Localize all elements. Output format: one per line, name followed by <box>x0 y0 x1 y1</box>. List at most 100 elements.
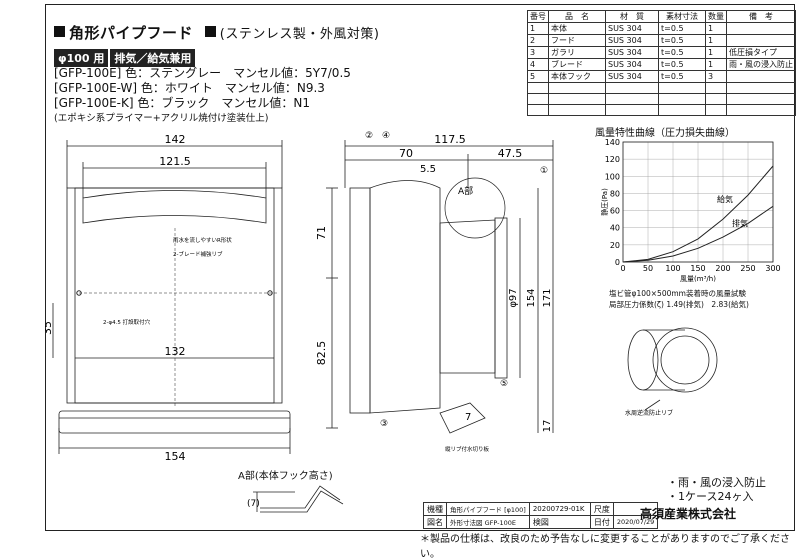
table-header: 備 考 <box>726 10 796 23</box>
series-line <box>622 205 774 263</box>
table-cell: フード <box>548 34 606 47</box>
table-cell: 3 <box>527 46 549 59</box>
table-cell: t=0.5 <box>658 34 706 47</box>
company-name: 高須産業株式会社 <box>640 507 737 521</box>
title-block: 機種 角形パイプフード [φ100] 20200729-01K 尺度 図名 外形… <box>423 502 659 529</box>
part-number: ① <box>540 166 548 176</box>
chart-note: 局部圧力係数(ζ) 1.49(排気) 2.83(給気) <box>609 300 749 309</box>
y-tick-label: 20 <box>610 241 620 250</box>
x-tick-label: 200 <box>715 264 730 273</box>
title-block-label: 尺度 <box>589 502 614 516</box>
table-cell: t=0.5 <box>658 46 706 59</box>
callout-label: 水周逆流防止リブ <box>625 409 673 417</box>
title-block-label: 日付 <box>589 515 614 529</box>
page-title: 角形パイプフード (ステンレス製・外風対策) <box>54 22 379 43</box>
series-label: 排気 <box>732 218 748 228</box>
y-tick-label: 120 <box>605 155 620 164</box>
callout-label: 2-ブレード補強リブ <box>173 250 223 258</box>
callout-label: 雨水を流しやすいR形状 <box>173 236 232 244</box>
table-cell: 3 <box>705 70 727 83</box>
detail-label: A部 <box>458 185 473 197</box>
detail-a-drawing: (7) <box>247 485 344 513</box>
dimension-label: 132 <box>165 345 186 358</box>
dimension-label: 70 <box>399 147 413 160</box>
table-cell: 1 <box>705 22 727 35</box>
size-badge: φ100 用 <box>54 49 109 67</box>
table-cell <box>726 22 796 35</box>
iso-view-drawing: 水周逆流防止リブ <box>625 327 718 417</box>
callout-label: 2-φ4.5 打設取付穴 <box>103 318 151 326</box>
plot-area <box>622 141 774 263</box>
dimension-label: 142 <box>165 133 186 146</box>
y-tick-label: 100 <box>605 172 620 181</box>
spec-line: [GFP-100E-K] 色：ブラック マンセル値：N1 <box>54 96 310 110</box>
dimension-label: 47.5 <box>498 147 523 160</box>
table-cell: SUS 304 <box>605 58 659 71</box>
square-icon <box>204 26 216 37</box>
dimension-label: 5.5 <box>420 164 436 175</box>
dimension-label: 7 <box>465 412 471 423</box>
table-cell: ブレード <box>548 58 606 71</box>
table-cell: 1 <box>705 46 727 59</box>
dimension-label: (7) <box>247 499 260 509</box>
table-row <box>527 82 796 94</box>
title-block-value: 角形パイプフード [φ100] <box>446 502 530 516</box>
table-cell: 5 <box>527 70 549 83</box>
part-number: ⑤ <box>500 379 508 389</box>
title-block-value: 20200729-01K <box>528 502 591 516</box>
table-cell: t=0.5 <box>658 22 706 35</box>
feature-text: ・1ケース24ヶ入 <box>667 490 754 503</box>
dimension-label: 71 <box>315 226 328 240</box>
title-block-label: 検図 <box>528 515 591 529</box>
dimension-label: 82.5 <box>315 341 328 366</box>
callout-label: 縦リブ付水切り板 <box>445 445 490 453</box>
title-block-value: 2020/07/29 <box>612 515 659 529</box>
series-label: 給気 <box>717 194 733 204</box>
title-block-label: 図名 <box>423 515 447 529</box>
table-cell: t=0.5 <box>658 58 706 71</box>
chart-note: 塩ビ管φ100×500mm装着時の風量試験 <box>609 289 746 298</box>
dimension-label: 154 <box>526 288 537 307</box>
table-cell: 雨・風の浸入防止 <box>726 58 796 71</box>
badge-row: φ100 用排気／給気兼用 <box>54 47 197 67</box>
table-cell: 2 <box>527 34 549 47</box>
feature-text: ・雨・風の浸入防止 <box>667 476 766 489</box>
y-tick-label: 0 <box>615 258 620 267</box>
table-header: 品 名 <box>548 10 606 23</box>
table-cell <box>726 34 796 47</box>
title-text: 角形パイプフード <box>69 24 194 42</box>
square-icon <box>54 26 65 37</box>
y-tick-label: 60 <box>610 207 620 216</box>
dimension-label: 171 <box>542 288 553 307</box>
x-tick-label: 100 <box>665 264 680 273</box>
table-header: 数量 <box>705 10 727 23</box>
x-axis-label: 風量(m³/h) <box>680 275 716 283</box>
table-cell: SUS 304 <box>605 70 659 83</box>
subtitle-text: (ステンレス製・外風対策) <box>219 27 380 42</box>
part-number: ② <box>365 131 373 141</box>
footer-note: ＊製品の仕様は、改良のため予告なしに変更することがありますのでご了承ください。 <box>420 534 790 560</box>
dimension-label: φ97 <box>508 288 519 307</box>
y-tick-label: 140 <box>605 138 620 147</box>
dimension-label: 17 <box>542 420 553 433</box>
side-view-drawing: ② ④ ① ③ ⑤ 117.5 70 47.5 5.5 71 82.5 φ97 … <box>315 131 554 453</box>
series-line <box>622 165 774 263</box>
table-header: 素材寸法 <box>658 10 706 23</box>
mount-hole <box>267 290 273 296</box>
y-tick-label: 80 <box>610 189 620 198</box>
drawing-frame <box>45 4 795 531</box>
part-number: ③ <box>380 419 388 429</box>
dimension-label: 154 <box>165 450 186 463</box>
table-cell: 1 <box>705 34 727 47</box>
x-tick-label: 50 <box>643 264 653 273</box>
title-block-label: 機種 <box>423 502 447 516</box>
detail-a-label: A部(本体フック高さ) <box>238 471 333 482</box>
table-cell: 4 <box>527 58 549 71</box>
spec-line: [GFP-100E] 色：ステングレー マンセル値：5Y7/0.5 <box>54 66 351 80</box>
